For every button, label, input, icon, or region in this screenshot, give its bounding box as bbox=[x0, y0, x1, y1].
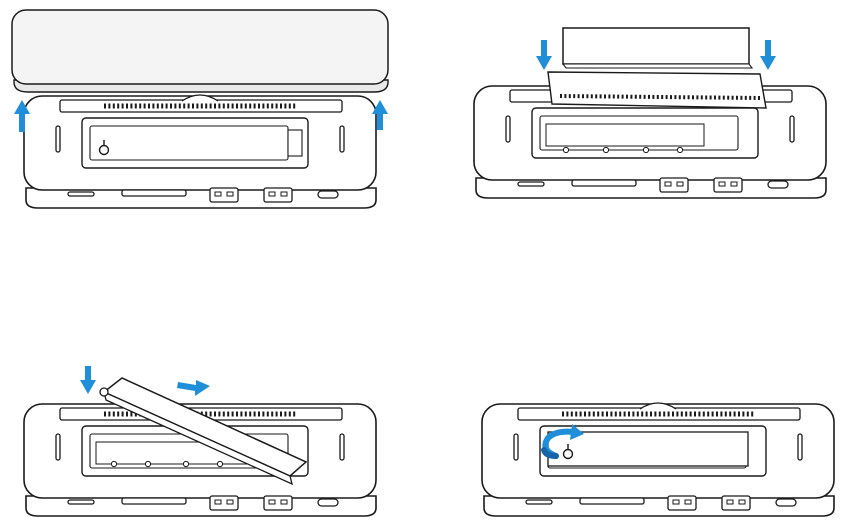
ssd-module-angled bbox=[99, 377, 308, 486]
panel-step-3 bbox=[23, 366, 377, 517]
screw-icon bbox=[98, 140, 110, 156]
enclosure-base bbox=[473, 84, 827, 199]
down-arrow-icon bbox=[80, 366, 96, 394]
up-arrow-icon bbox=[14, 100, 30, 132]
enclosure-base bbox=[23, 403, 377, 517]
enclosure-lid bbox=[11, 9, 389, 93]
ssd-module bbox=[561, 27, 754, 69]
panel-step-4 bbox=[481, 402, 835, 517]
down-arrow-icon bbox=[536, 40, 552, 70]
down-arrow-icon bbox=[760, 40, 776, 70]
right-arrow-icon bbox=[177, 380, 210, 396]
enclosure-base bbox=[481, 402, 835, 517]
panel-step-1 bbox=[11, 9, 389, 209]
panel-step-2 bbox=[473, 27, 827, 199]
enclosure-base bbox=[23, 94, 377, 209]
screw-icon bbox=[562, 444, 574, 460]
heatsink-plate bbox=[547, 71, 767, 109]
rotate-arrow-icon bbox=[541, 424, 584, 459]
up-arrow-icon bbox=[372, 100, 388, 130]
